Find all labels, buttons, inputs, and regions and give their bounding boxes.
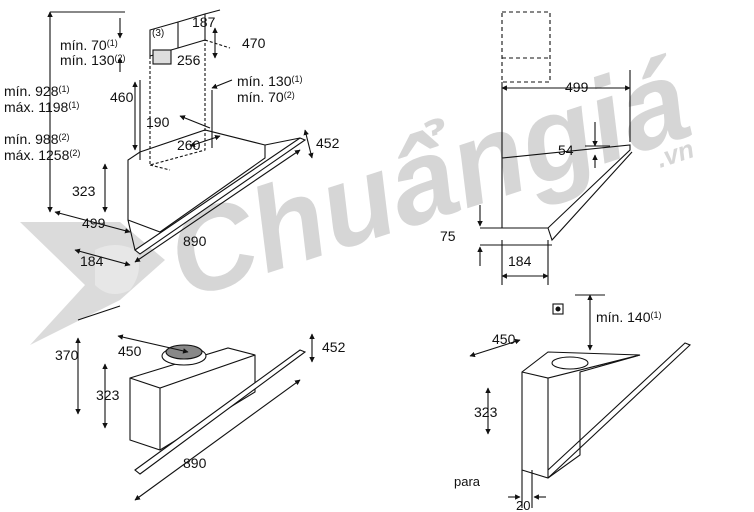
min140-label: mín. 140(1) (596, 309, 661, 325)
dim-20: 20 (516, 498, 530, 512)
vent-grille-icon (152, 49, 172, 65)
diagram-top-left (47, 9, 314, 267)
dim-184-top: 184 (80, 253, 104, 269)
dim-452-top: 452 (316, 135, 340, 151)
side-glass (547, 151, 633, 242)
labels-bottom-left: 370 450 452 323 890 (55, 339, 346, 471)
diagram-top-right (477, 11, 633, 285)
dim-450-bl: 450 (118, 343, 142, 359)
dim-890-bl: 890 (183, 455, 207, 471)
diagram-bottom-right (469, 294, 692, 508)
labels-top-right: 499 54 75 184 (440, 79, 589, 269)
min70-right-label: mín. 70(2) (237, 89, 295, 105)
max1198-label: máx. 1198(1) (4, 99, 79, 115)
dim-470: 470 (242, 35, 266, 51)
dim-256: 256 (177, 52, 201, 68)
dim-184-side: 184 (508, 253, 532, 269)
dim-323-bl: 323 (96, 387, 120, 403)
dim-452-bl: 452 (322, 339, 346, 355)
min988-label: mín. 988(2) (4, 131, 69, 147)
min928-label: mín. 928(1) (4, 83, 69, 99)
outlet-ring-br (551, 356, 589, 370)
watermark-logo-x (20, 222, 165, 345)
dim-54: 54 (558, 142, 574, 158)
min130-label: mín. 130(2) (60, 52, 125, 68)
diagram-bottom-left (75, 305, 315, 501)
hood-body-br (521, 351, 641, 479)
dim-260: 260 (177, 137, 201, 153)
labels-bottom-right: mín. 140(1) 450 323 para 20 (454, 309, 661, 512)
dim-450-br: 450 (492, 331, 516, 347)
para-label: para (454, 474, 481, 489)
dim-460: 460 (110, 89, 134, 105)
dim-323-br: 323 (474, 404, 498, 420)
chimney-dashed (501, 11, 551, 83)
max1258-label: máx. 1258(2) (4, 147, 80, 163)
dim-323-top: 323 (72, 183, 96, 199)
hood-glass-br (547, 342, 692, 479)
dim-370: 370 (55, 347, 79, 363)
dim-75: 75 (440, 228, 456, 244)
dim-190: 190 (146, 114, 170, 130)
min130-right-label: mín. 130(1) (237, 73, 302, 89)
dim-890-top: 890 (183, 233, 207, 249)
ceiling-mount-icon (552, 303, 564, 315)
dim-499-side: 499 (565, 79, 589, 95)
dim-187: 187 (192, 14, 216, 30)
watermark: Chuẩngiá .vn (20, 33, 704, 345)
dim-499-top: 499 (82, 215, 106, 231)
note-3-label: (3) (152, 28, 164, 39)
labels-top-left: (3) 187 470 256 mín. 70(1) mín. 130(2) m… (4, 14, 340, 269)
min70-label: mín. 70(1) (60, 37, 118, 53)
